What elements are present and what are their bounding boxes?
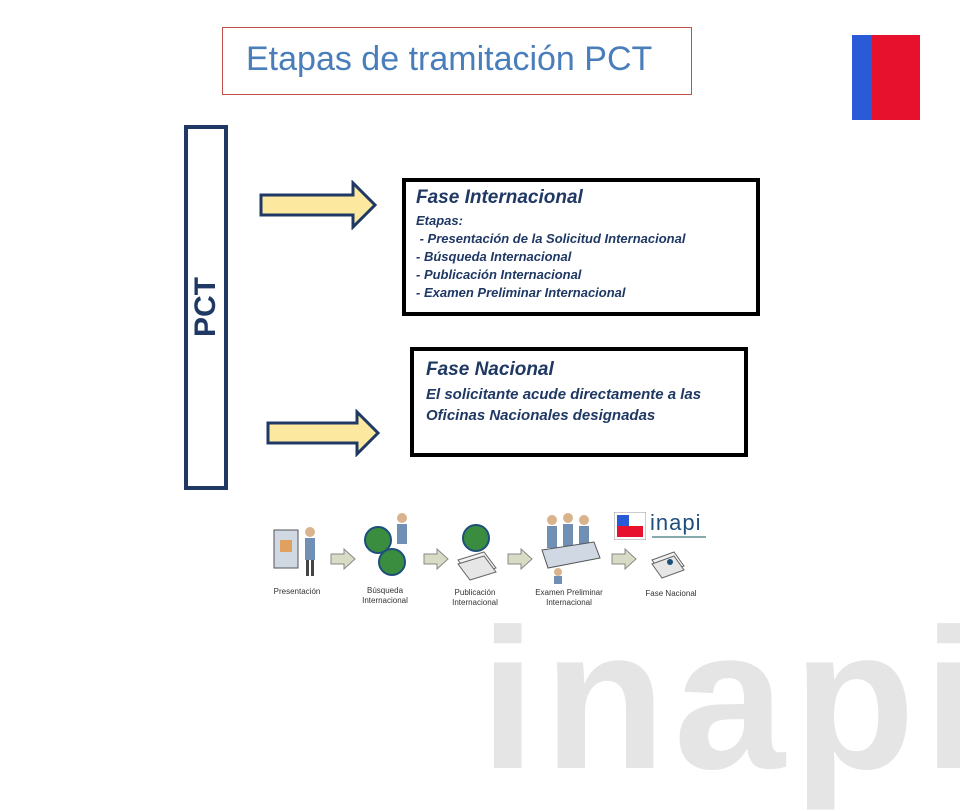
fase-internacional-title: Fase Internacional xyxy=(416,187,583,208)
fase-internacional-line: - Búsqueda Internacional xyxy=(416,249,572,264)
fase-internacional-line: Etapas: xyxy=(416,213,463,228)
fase-nacional-box: Fase Nacional El solicitante acude direc… xyxy=(410,347,748,457)
arrow-to-fase-nacional-icon xyxy=(266,409,381,457)
inapi-logo-text: inapi xyxy=(650,510,702,535)
page-title: Etapas de tramitación PCT xyxy=(246,40,653,78)
step-label-busqueda: Búsqueda Internacional xyxy=(362,586,408,605)
pct-label: PCT xyxy=(189,277,222,337)
publicacion-icon xyxy=(457,524,497,581)
presentacion-icon xyxy=(273,527,315,576)
busqueda-icon xyxy=(364,513,407,576)
step-label-examen: Examen Preliminar Internacional xyxy=(535,588,603,607)
fase-internacional-line: - Publicación Internacional xyxy=(416,267,582,282)
inapi-watermark: inapi xyxy=(480,588,960,811)
step-label-presentacion: Presentación xyxy=(273,587,321,596)
pct-bar xyxy=(184,125,228,490)
inapi-logo-underline xyxy=(652,536,706,538)
title-frame xyxy=(222,27,692,95)
flow-arrow-icon xyxy=(507,548,533,570)
flag-blue-stripe xyxy=(852,35,872,120)
examen-icon xyxy=(541,513,601,584)
flow-arrow-icon xyxy=(330,548,356,570)
fase-internacional-line: - Presentación de la Solicitud Internaci… xyxy=(416,231,686,246)
flag-red-stripe xyxy=(872,35,920,120)
fase-nacional-title: Fase Nacional xyxy=(426,359,554,380)
step-label-fase-nacional: Fase Nacional xyxy=(645,589,697,598)
fase-nacional-text: El solicitante acude directamente a las … xyxy=(426,386,702,424)
step-label-publicacion: Publicación Internacional xyxy=(452,588,498,607)
arrow-to-fase-internacional-icon xyxy=(259,180,378,230)
chile-coat-of-arms-icon xyxy=(614,512,646,540)
flow-arrow-icon xyxy=(611,548,637,570)
fase-internacional-box: Fase Internacional Etapas: - Presentació… xyxy=(402,178,760,316)
fase-internacional-line: - Examen Preliminar Internacional xyxy=(416,285,626,300)
fase-nacional-docs-icon xyxy=(651,551,685,579)
flow-arrow-icon xyxy=(423,548,449,570)
